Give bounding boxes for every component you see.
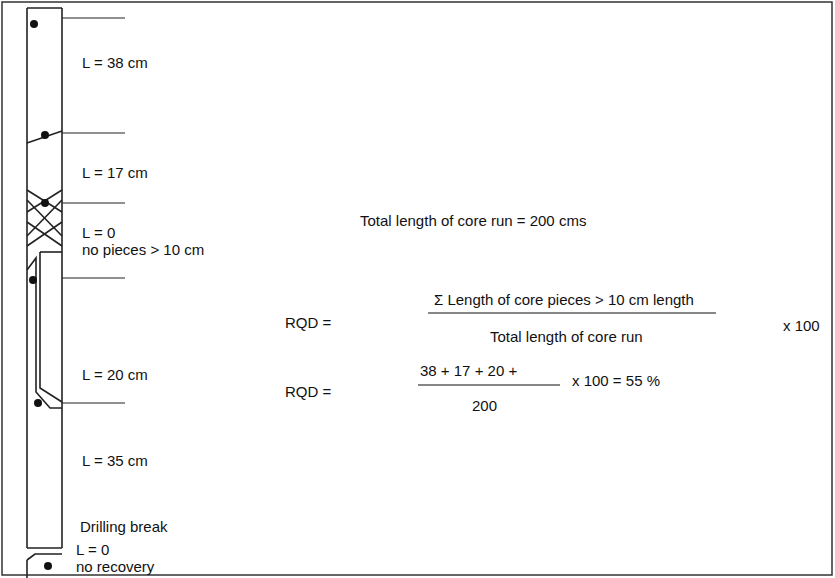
formula-denominator: Total length of core run [490, 328, 643, 346]
length-label: L = 35 cm [82, 452, 148, 470]
length-label: L = 0 [82, 224, 115, 242]
formula-text: RQD = [285, 314, 331, 332]
formula-denominator: 200 [472, 397, 497, 415]
formula-numerator: 38 + 17 + 20 + [420, 362, 517, 380]
length-label: L = 38 cm [82, 54, 148, 72]
formula-text: RQD = [285, 383, 331, 401]
note-label: no recovery [76, 558, 154, 576]
length-label: L = 0 [76, 541, 109, 559]
formula-numerator: Σ Length of core pieces > 10 cm length [434, 291, 694, 309]
tick-lines [62, 18, 125, 403]
length-label: L = 20 cm [82, 366, 148, 384]
length-label: L = 17 cm [82, 164, 148, 182]
formula-result: x 100 = 55 % [572, 372, 660, 390]
formula-text: Total length of core run = 200 cms [360, 212, 586, 230]
core-column [27, 8, 62, 578]
note-label: Drilling break [80, 518, 168, 536]
formula-text: x 100 [783, 317, 820, 335]
joint-dots [29, 20, 52, 570]
note-label: no pieces > 10 cm [82, 241, 204, 259]
fraction-bars [418, 313, 716, 385]
